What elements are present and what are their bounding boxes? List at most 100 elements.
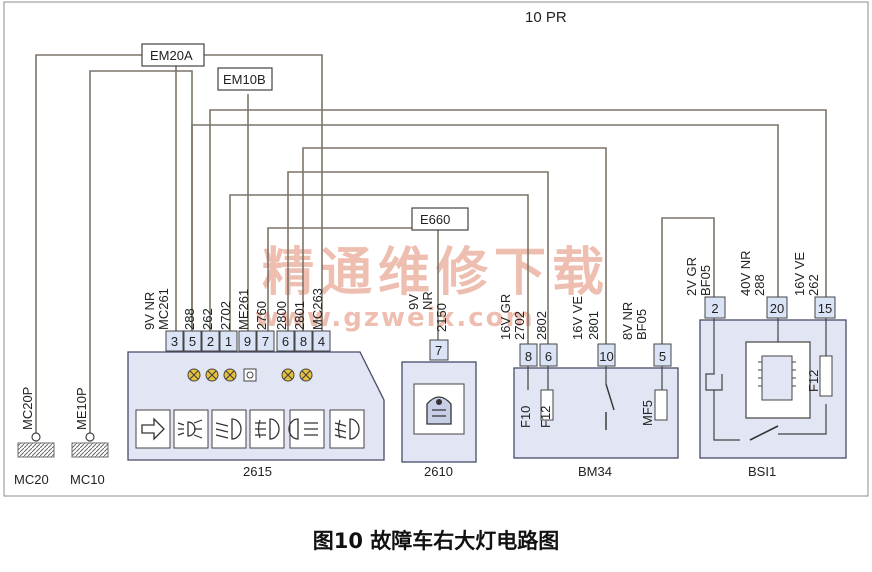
connector-e660-label: E660 — [420, 212, 450, 227]
connector-em10b-label: EM10B — [223, 72, 266, 87]
module-2615-bulbs — [187, 368, 313, 382]
wire-2610 — [267, 227, 439, 340]
pin-number: 8 — [300, 334, 307, 349]
fog-light-icon — [249, 409, 285, 449]
pin-box — [704, 296, 726, 319]
pin-number: 8 — [525, 349, 532, 364]
wire-2702 — [229, 194, 529, 344]
wire-mc20p — [35, 54, 177, 433]
wire-label: 2760 — [254, 301, 269, 330]
pin-number: 6 — [545, 349, 552, 364]
wire-label: 16V GR — [498, 294, 513, 340]
pin-box — [219, 330, 238, 352]
watermark-text: 精通维修下载 — [262, 243, 610, 303]
wire-label: NR — [420, 291, 435, 310]
wire-label: 16V VE — [570, 296, 585, 340]
wire-label: 262 — [200, 308, 215, 330]
pin-number: 10 — [599, 349, 613, 364]
fuse-mf5-icon — [654, 389, 668, 421]
turn-signal-icon — [135, 409, 171, 449]
wire-label: 2V GR — [684, 257, 699, 296]
module-bsi1-internals: F12 — [705, 318, 833, 441]
motor-icon — [243, 368, 257, 382]
bulb-icon — [223, 368, 237, 382]
module-bsi1-label: BSI1 — [748, 464, 776, 479]
module-2615-functions — [135, 409, 365, 449]
pin-box — [201, 330, 220, 352]
pin-number: 2 — [711, 301, 718, 316]
wire-262 — [209, 109, 827, 331]
wire-label: BF05 — [634, 309, 649, 340]
diagram-title: 10 PR — [525, 9, 567, 26]
wire-label: 2802 — [534, 311, 549, 340]
wire-label: BF05 — [698, 265, 713, 296]
low-beam-icon — [211, 409, 247, 449]
fuse-label: F12 — [806, 370, 821, 392]
watermark-url: www.gzweix.com — [255, 303, 535, 333]
pin-box — [766, 296, 788, 319]
pin-box — [256, 330, 275, 352]
chip-icon — [761, 355, 793, 401]
wire-label: 2801 — [586, 311, 601, 340]
wire-label: 262 — [806, 274, 821, 296]
connector-em10b — [217, 67, 273, 91]
wire-label: 2702 — [218, 301, 233, 330]
wire-bf05 — [661, 217, 715, 344]
switch-icon — [749, 425, 779, 441]
module-2610-labels: 9V NR 2150 — [406, 291, 449, 332]
rear-fog-icon — [329, 409, 365, 449]
level-adjust-icon — [413, 383, 465, 435]
figure-caption: 图10 故障车右大灯电路图 — [313, 529, 560, 553]
wire-label: 2702 — [512, 311, 527, 340]
ground-mc20-label: MC20 — [14, 472, 49, 487]
fuse-f12-icon — [540, 389, 554, 421]
bulb-icon — [281, 368, 295, 382]
pin-number: 6 — [282, 334, 289, 349]
wire-label: 40V NR — [738, 250, 753, 296]
pin-number: 3 — [171, 334, 178, 349]
module-bm34-internals: F10 F12 MF5 — [518, 366, 668, 430]
pin-box — [814, 296, 836, 319]
pin-number: 15 — [818, 301, 832, 316]
fuse-label: F12 — [538, 406, 553, 428]
module-bm34-label: BM34 — [578, 464, 612, 479]
wire-288 — [191, 124, 779, 331]
fuse-label: MF5 — [640, 400, 655, 426]
pin-number: 2 — [207, 334, 214, 349]
module-2615-label: 2615 — [243, 464, 272, 479]
connector-em20a-label: EM20A — [150, 48, 193, 63]
fuse-label: F10 — [518, 406, 533, 428]
wire-label: 9V — [406, 294, 421, 310]
ground-mc20p: MC20P MC20 — [14, 387, 55, 487]
wire-label: ME261 — [236, 289, 251, 330]
wire-label: 2801 — [292, 301, 307, 330]
wire-label: MC261 — [156, 288, 171, 330]
wire-em20a-pin4 — [176, 54, 323, 331]
module-bm34-labels: 16V GR 2702 2802 16V VE 2801 8V NR BF05 — [498, 294, 649, 340]
wire-label: 16V VE — [792, 252, 807, 296]
high-beam-icon — [288, 409, 325, 449]
module-2615-wire-labels: 9V NR MC261 288 262 2702 ME261 2760 2800… — [142, 288, 325, 330]
pin-box — [294, 330, 313, 352]
wire-label: 2150 — [434, 303, 449, 332]
bulb-icon — [299, 368, 313, 382]
wire-2801 — [302, 147, 607, 344]
pin-box — [276, 330, 295, 352]
pin-box — [165, 330, 184, 352]
pin-number: 7 — [262, 334, 269, 349]
pin-box — [312, 330, 331, 352]
wire-label: MC263 — [310, 288, 325, 330]
pin-box — [183, 330, 202, 352]
module-2610-pin — [429, 339, 449, 361]
pin-number: 9 — [244, 334, 251, 349]
ground-mc20p-label: MC20P — [20, 387, 35, 430]
relay-icon — [705, 318, 723, 391]
switch-icon — [605, 383, 615, 430]
wire-label: 9V NR — [142, 292, 157, 330]
pin-number: 4 — [318, 334, 325, 349]
pin-number: 1 — [225, 334, 232, 349]
